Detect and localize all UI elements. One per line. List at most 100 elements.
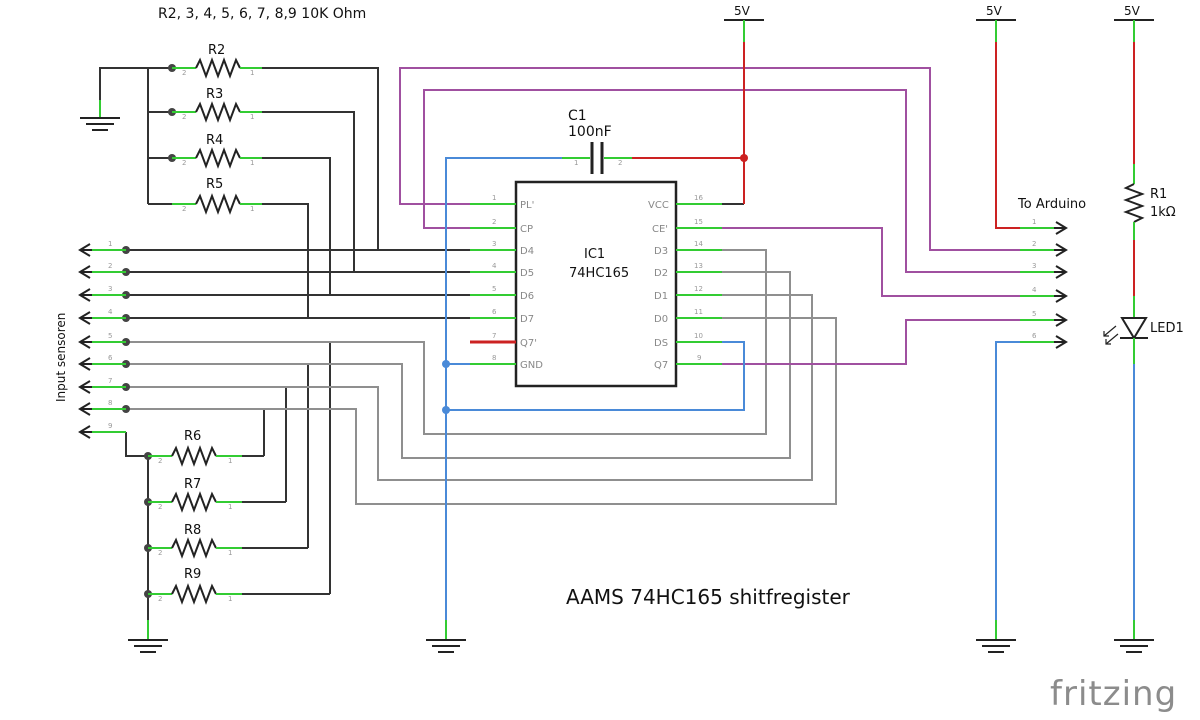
ic1-pin-name: DS [654,338,668,349]
svg-text:4: 4 [1032,286,1037,294]
ic1-pin-name: D5 [520,268,534,279]
ic1-pin-name: D1 [654,291,668,302]
arduino-connector: 1 2 3 4 5 6 To Arduino [1017,197,1086,349]
resistor-r2: R2 [172,43,262,79]
svg-text:5: 5 [108,332,112,340]
svg-text:2: 2 [158,549,162,557]
arduino-connector-label: To Arduino [1017,197,1086,212]
ic1-pin-num: 12 [694,285,703,293]
ic1-pin-num: 10 [694,332,703,340]
svg-text:1: 1 [228,503,232,511]
power-5v-arduino: 5V [976,4,1016,42]
ic1-pin-name: PL' [520,200,534,211]
ic1-pin-name: D0 [654,314,668,325]
svg-text:1: 1 [228,457,232,465]
svg-text:9: 9 [108,422,112,430]
resistor-r3: R3 [172,87,262,123]
capacitor-c1-ref: C1 [568,108,587,124]
ic1-pin-name: CE' [652,224,668,235]
resistor-r4-label: R4 [206,133,223,148]
led1: LED1 [1103,296,1184,364]
svg-text:5: 5 [1032,310,1036,318]
ic1-pin-num: 15 [694,218,703,226]
resistor-r8: R8 [148,523,242,559]
ic1-pin-num: 9 [697,354,701,362]
svg-text:2: 2 [182,113,186,121]
ground-symbol-3 [426,620,466,653]
ground-symbol-5 [1114,620,1154,653]
ic1-body [514,180,678,388]
svg-text:4: 4 [108,308,113,316]
ic1-pin-num: 3 [492,240,496,248]
power-5v-ic: 5V [724,4,764,42]
svg-text:1: 1 [250,205,254,213]
ic1-pin-num: 4 [492,262,497,270]
ic1-pin-num: 5 [492,285,496,293]
ground-symbol-2 [128,620,168,653]
svg-text:1: 1 [250,69,254,77]
ic1-pin-num: 16 [694,194,703,202]
wires-purple [399,67,1044,365]
resistor-r9-label: R9 [184,567,201,582]
svg-text:6: 6 [1032,332,1037,340]
power-5v-arduino-label: 5V [986,4,1003,18]
ic1-pin-name: D2 [654,268,668,279]
ic1-74hc165: IC1 74HC165 1 2 3 4 5 6 [470,180,722,388]
resistor-r5: R5 [172,177,262,215]
resistor-value-note: R2, 3, 4, 5, 6, 7, 8,9 10K Ohm [158,6,366,22]
resistor-r6-label: R6 [184,429,201,444]
resistor-r7-label: R7 [184,477,201,492]
ic1-part: 74HC165 [569,266,629,281]
resistor-r1: R1 1kΩ [1123,164,1176,240]
ic1-pin-name: D7 [520,314,534,325]
svg-text:2: 2 [182,159,186,167]
resistor-r4: R4 [172,133,262,169]
power-5v-led: 5V [1114,4,1154,42]
svg-text:2: 2 [158,595,162,603]
ic1-right-pins [676,203,722,365]
ic1-pin-num: 8 [492,354,496,362]
ic1-pin-num: 13 [694,262,703,270]
svg-text:6: 6 [108,354,113,362]
svg-text:2: 2 [1032,240,1036,248]
svg-text:1: 1 [1032,218,1036,226]
ic1-pin-name: CP [520,224,533,235]
resistor-r7: R7 [148,477,242,513]
ic1-pin-num: 6 [492,308,497,316]
schematic-title: AAMS 74HC165 shitfregister [566,585,851,609]
resistor-r9: R9 [148,567,242,605]
ic1-pin-num: 14 [694,240,703,248]
svg-text:2: 2 [158,457,162,465]
ic1-pin-num: 1 [492,194,496,202]
resistor-r1-value: 1kΩ [1150,205,1176,220]
ic1-ref: IC1 [584,247,605,262]
svg-text:3: 3 [1032,262,1036,270]
ground-symbol-1 [80,100,120,131]
resistor-r2-label: R2 [208,43,225,58]
ic1-pin-name: Q7 [654,360,668,371]
resistor-r1-ref: R1 [1150,187,1167,202]
svg-text:7: 7 [108,377,112,385]
junction-gnd-ic [442,360,450,368]
ic1-pin-name: GND [520,360,543,371]
svg-text:2: 2 [182,69,186,77]
ic1-pin-num: 7 [492,332,496,340]
ic1-pin-num: 11 [694,308,703,316]
svg-text:2: 2 [618,159,622,167]
capacitor-c1-value: 100nF [568,124,612,140]
ic1-pin-name: D3 [654,246,668,257]
ic1-pin-name: D4 [520,246,534,257]
svg-text:3: 3 [108,285,112,293]
svg-text:2: 2 [158,503,162,511]
svg-text:1: 1 [228,595,232,603]
capacitor-c1: 1 2 C1 100nF [562,108,632,174]
ic1-left-pins [470,203,516,365]
led1-ref: LED1 [1150,321,1184,336]
junction-5v-cap [740,154,748,162]
junction-gnd-ds [442,406,450,414]
ic1-pin-name: D6 [520,291,534,302]
svg-text:1: 1 [574,159,578,167]
wires-gray [126,249,837,505]
fritzing-logo: fritzing [1050,674,1177,714]
input-sensor-connector: 1 2 3 4 5 6 7 8 9 Input sensoren [54,240,126,439]
